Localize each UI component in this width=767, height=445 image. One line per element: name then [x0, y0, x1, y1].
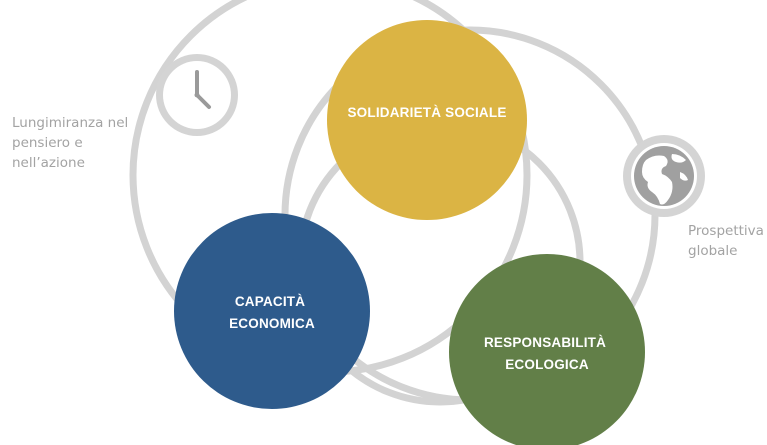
globe-icon [623, 135, 705, 217]
right-label: Prospettiva globale [688, 223, 767, 259]
circle-social-fill [327, 20, 527, 220]
circle-ecological-fill [449, 254, 645, 445]
left-label: Lungimiranza nel pensiero e nell’azione [12, 115, 133, 171]
left-label-line: Lungimiranza nel [12, 115, 128, 131]
circle-ecological-label: RESPONSABILITÀ ECOLOGICA [484, 335, 610, 372]
clock-icon [156, 54, 238, 136]
right-label-line: globale [688, 243, 737, 259]
circle-economic: CAPACITÀ ECONOMICA [174, 213, 370, 409]
circle-social-label: SOLIDARIETÀ SOCIALE [347, 105, 506, 120]
right-label-line: Prospettiva [688, 223, 764, 239]
circle-ecological: RESPONSABILITÀ ECOLOGICA [449, 254, 645, 445]
left-label-line: pensiero e [12, 135, 83, 151]
left-label-line: nell’azione [12, 155, 85, 171]
circle-social: SOLIDARIETÀ SOCIALE [327, 20, 527, 220]
circle-economic-fill [174, 213, 370, 409]
circle-economic-label: CAPACITÀ ECONOMICA [229, 294, 315, 331]
